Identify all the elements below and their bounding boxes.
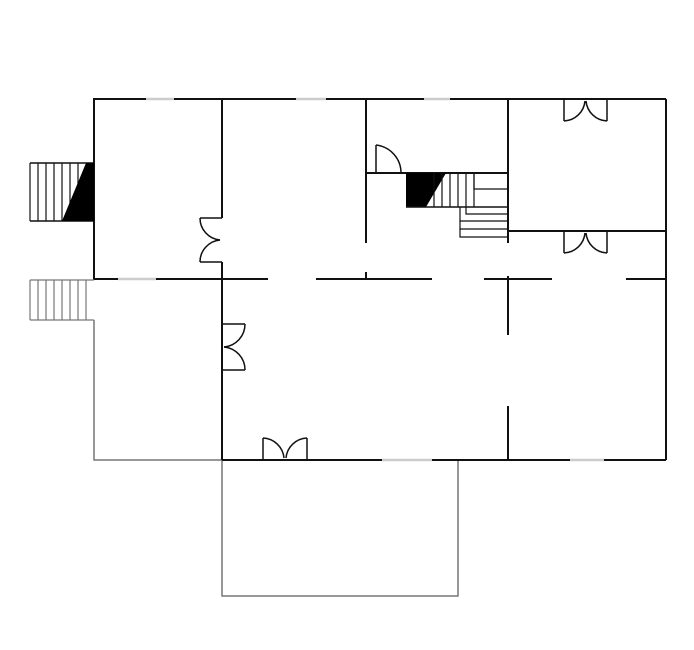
door-ne-top	[563, 99, 608, 122]
stair-treads	[433, 173, 475, 207]
stair-landing-fill	[62, 163, 94, 221]
west-porch-outline	[93, 320, 222, 461]
stair-winder	[465, 207, 508, 215]
door-ne-bottom	[563, 231, 608, 254]
door-swing	[285, 437, 308, 459]
interior-stairs	[406, 173, 508, 238]
door-swing	[199, 217, 221, 241]
door-swing	[585, 232, 608, 254]
door-south	[262, 437, 308, 460]
stair-winder	[459, 221, 508, 230]
door-west-upper	[199, 217, 222, 263]
stair-turn	[473, 173, 508, 190]
doors	[199, 99, 608, 460]
door-swing	[585, 100, 608, 122]
south-porch-outline	[221, 460, 459, 597]
door-swing	[223, 323, 246, 348]
door-stair-hall	[375, 144, 402, 174]
door-swing	[199, 239, 221, 263]
door-swing	[262, 437, 285, 459]
door-swing	[223, 346, 246, 371]
stair-landing-fill	[406, 173, 446, 207]
windows	[118, 97, 604, 462]
west-stairs-lower	[29, 279, 94, 321]
stair-winder	[459, 229, 508, 238]
interior-walls	[94, 99, 666, 460]
door-swing	[375, 144, 402, 174]
porch-outlines	[93, 320, 459, 597]
west-stairs-upper	[29, 162, 94, 222]
stair-winders	[459, 207, 508, 238]
door-west-lower	[222, 323, 246, 371]
door-swing	[563, 232, 586, 254]
door-swing	[563, 100, 586, 122]
